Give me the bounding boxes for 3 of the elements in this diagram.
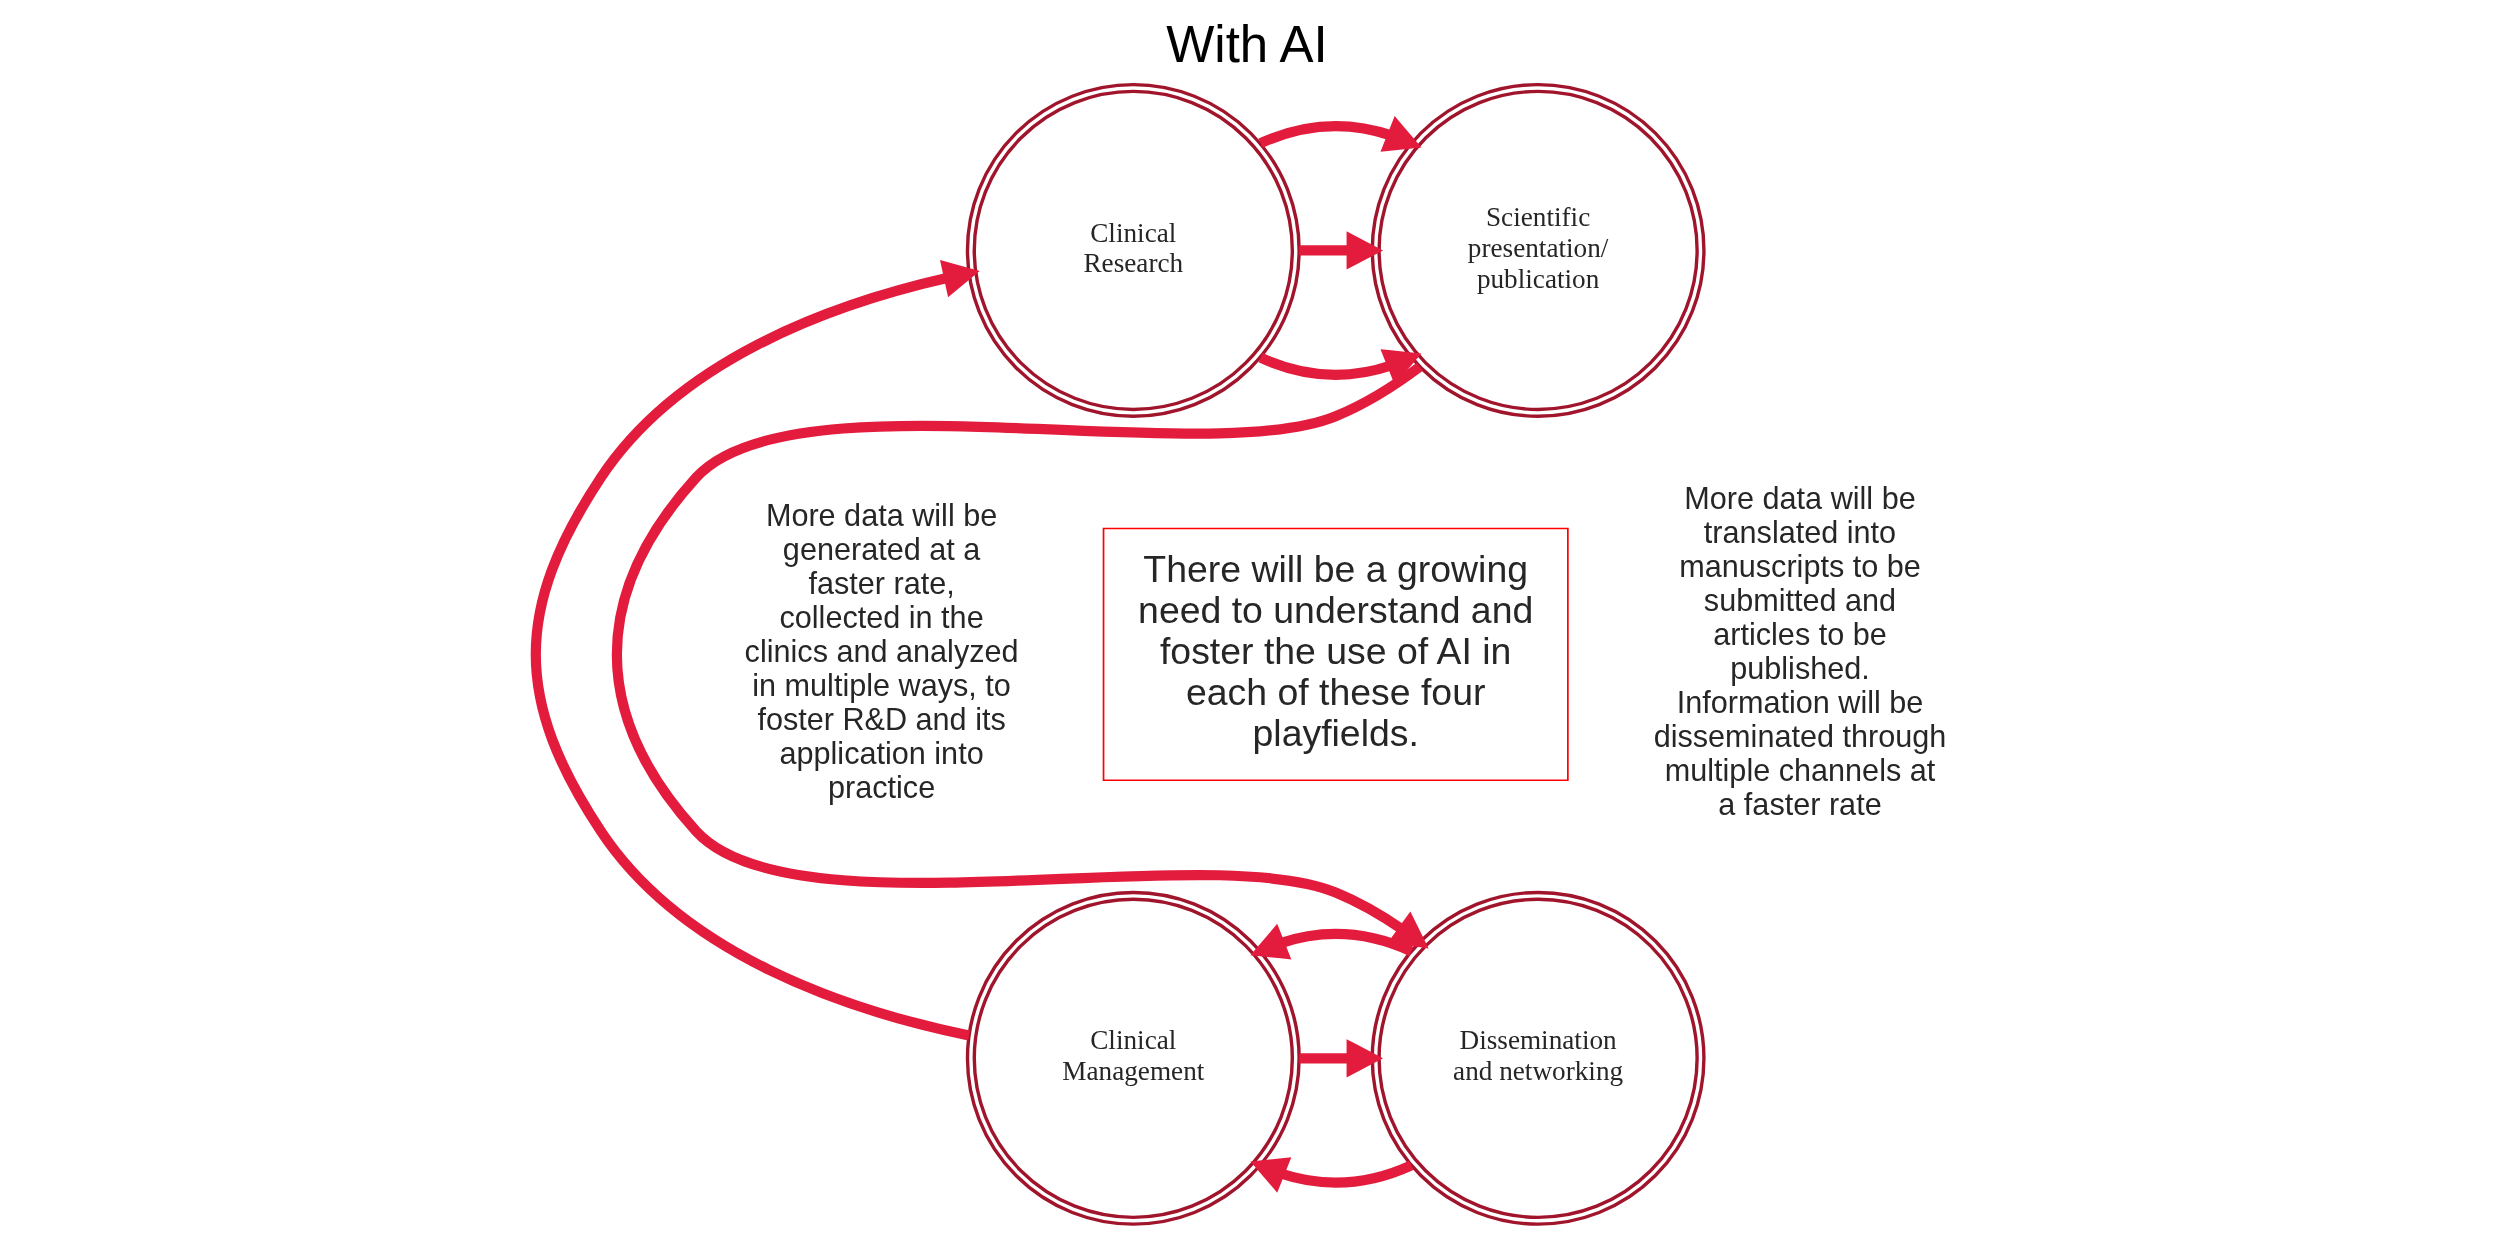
- diagram-title: With AI: [1165, 16, 1328, 74]
- label: More data will be translated into manuscripts to be submitted and articles to be published. Information will be disseminated through multiple channels at a faster rate: [1653, 480, 1946, 821]
- label: More data will be generated at a faster rate, collected in the clinics and analyzed in multiple ways, to foster R&D and its application into practice: [744, 497, 1019, 804]
